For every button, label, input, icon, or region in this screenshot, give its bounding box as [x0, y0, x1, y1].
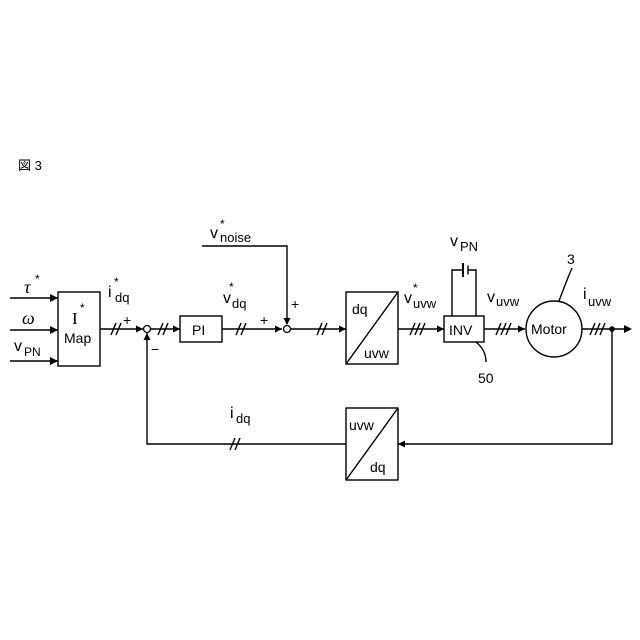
svg-text:*: * — [80, 301, 85, 315]
svg-text:PN: PN — [460, 239, 478, 254]
sum-junction-1 — [144, 326, 151, 333]
bus-slash-triple — [410, 323, 425, 335]
svg-text:*: * — [35, 272, 40, 286]
svg-text:v: v — [210, 225, 218, 242]
svg-text:PI: PI — [192, 322, 205, 338]
pi-controller-block: PI — [180, 316, 222, 342]
svg-text:uvw: uvw — [413, 296, 437, 311]
svg-text:Map: Map — [64, 330, 91, 346]
svg-text:uvw: uvw — [364, 345, 390, 361]
imap-block: I * Map — [58, 292, 100, 366]
wire-vnoise — [202, 246, 287, 324]
svg-text:dq: dq — [232, 296, 246, 311]
motor-ref-number: 3 — [567, 251, 575, 267]
sum2-plus-left: + — [260, 312, 268, 328]
battery-symbol — [452, 263, 476, 316]
svg-text:INV: INV — [449, 322, 473, 338]
motor: Motor — [526, 301, 582, 357]
sum-junction-2 — [284, 326, 291, 333]
svg-text:i: i — [230, 405, 234, 422]
vuvw-label: v uvw — [487, 289, 520, 309]
svg-text:ω: ω — [22, 308, 35, 328]
svg-text:i: i — [108, 284, 112, 301]
svg-text:*: * — [114, 275, 119, 289]
svg-text:v: v — [14, 338, 22, 355]
vpn-supply-label: v PN — [450, 233, 478, 254]
wire-feedback-idq — [147, 333, 346, 444]
svg-text:noise: noise — [220, 230, 251, 245]
figure-label: 図 3 — [18, 158, 42, 173]
sum1-minus: − — [151, 341, 159, 357]
svg-text:uvw: uvw — [588, 294, 612, 309]
svg-text:v: v — [450, 233, 458, 250]
dq-to-uvw-block: dq uvw — [346, 292, 398, 364]
svg-text:PN: PN — [24, 345, 41, 359]
sum2-plus-top: + — [291, 296, 299, 312]
svg-text:dq: dq — [352, 301, 368, 317]
idq-feedback-label: i dq — [230, 405, 250, 426]
svg-text:uvw: uvw — [349, 417, 375, 433]
svg-text:I: I — [72, 309, 78, 328]
svg-text:v: v — [487, 289, 495, 306]
svg-text:τ: τ — [24, 277, 31, 297]
svg-text:i: i — [583, 286, 587, 303]
svg-text:dq: dq — [236, 411, 250, 426]
vnoise-label: v * noise — [210, 217, 251, 245]
input-omega: ω — [10, 308, 58, 334]
svg-text:*: * — [413, 281, 418, 295]
bus-slash-triple — [496, 323, 511, 335]
svg-text:*: * — [220, 217, 225, 231]
svg-text:*: * — [229, 280, 234, 294]
bus-slash-triple — [590, 323, 605, 335]
iuvw-label: i uvw — [583, 286, 612, 309]
inv-leader-line — [476, 342, 486, 362]
inv-ref-number: 50 — [478, 370, 494, 386]
sum1-plus: + — [123, 312, 131, 328]
idq-ref-label: i * dq — [108, 275, 129, 305]
wire-feedback-iuvw — [398, 329, 612, 444]
uvw-to-dq-block: uvw dq — [346, 408, 398, 480]
svg-text:dq: dq — [115, 290, 129, 305]
input-tau: τ * — [10, 272, 58, 302]
svg-text:v: v — [404, 290, 412, 307]
svg-text:dq: dq — [370, 459, 386, 475]
motor-leader-line — [559, 268, 572, 301]
svg-text:uvw: uvw — [496, 294, 520, 309]
input-vpn: v PN — [10, 338, 58, 365]
svg-text:Motor: Motor — [531, 321, 567, 337]
vdq-ref-label: v * dq — [223, 280, 246, 311]
vuvw-ref-label: v * uvw — [404, 281, 437, 311]
inverter-block: INV — [444, 316, 484, 342]
